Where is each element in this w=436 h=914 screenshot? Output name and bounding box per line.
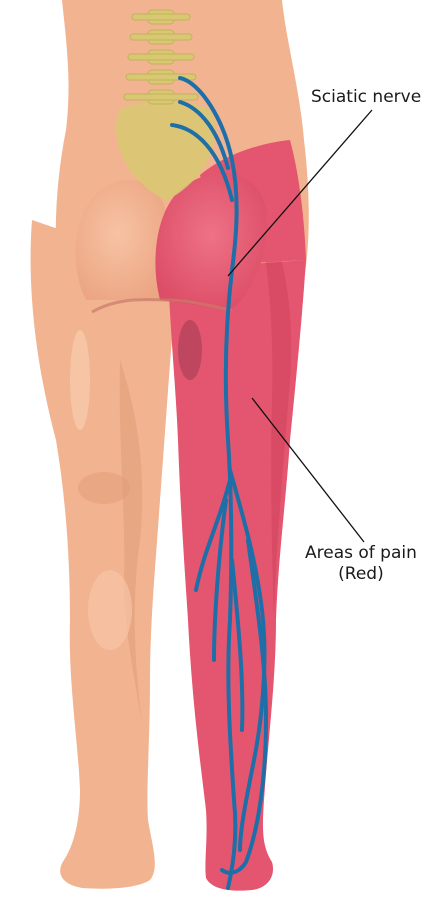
right-knee-shadow bbox=[178, 320, 202, 380]
areas-of-pain-label: Areas of pain (Red) bbox=[305, 543, 417, 585]
sciatic-nerve-label: Sciatic nerve bbox=[311, 87, 421, 108]
left-leg bbox=[31, 220, 178, 889]
areas-of-pain-label-line1: Areas of pain bbox=[305, 543, 417, 564]
left-knee-shadow bbox=[78, 472, 130, 504]
left-thigh-highlight bbox=[70, 330, 90, 430]
areas-of-pain-label-line2: (Red) bbox=[305, 564, 417, 585]
left-calf-highlight bbox=[88, 570, 132, 650]
